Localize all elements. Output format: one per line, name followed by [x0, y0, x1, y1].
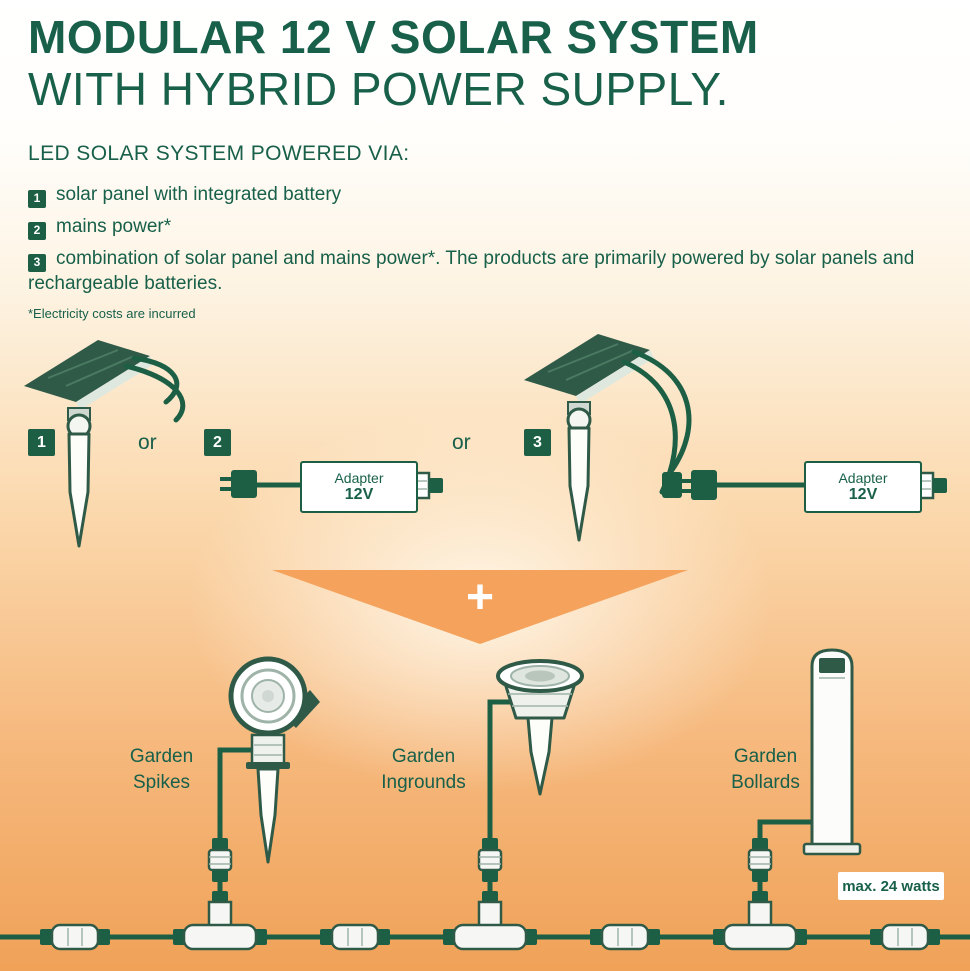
intro-heading: LED SOLAR SYSTEM POWERED VIA: [28, 142, 410, 165]
t-connectors [173, 838, 807, 951]
footnote: *Electricity costs are incurred [28, 306, 196, 322]
funnel-triangle [272, 570, 688, 644]
adapter1-label: Adapter [334, 469, 384, 486]
list-text-2: mains power* [56, 216, 172, 238]
adapter1-value: 12V [344, 485, 374, 503]
adapter1-output-connector-icon [412, 471, 443, 500]
garden-spikes-label: Garden Spikes [129, 746, 194, 794]
list-badge-1: 1 [28, 189, 46, 208]
solar-panel-spike-1-icon [24, 340, 186, 548]
list-badge-3: 3 [28, 254, 46, 273]
intro-section: LED SOLAR SYSTEM POWERED VIA: 1 solar pan… [28, 142, 933, 321]
list-badge-2: 2 [28, 222, 46, 240]
option-badge-1: 1 [28, 429, 55, 456]
plus-sign: + [465, 571, 495, 624]
garden-ingrounds-label: Garden Ingrounds [381, 746, 466, 794]
option-badge-2: 2 [204, 429, 231, 456]
adapter2-value: 12V [848, 485, 878, 503]
list-item-1: 1 solar panel with integrated battery [28, 182, 933, 208]
adapter2-output-connector-icon [916, 471, 947, 500]
solar-cable-plug-pair-icon [662, 470, 804, 500]
list-text-1: solar panel with integrated battery [56, 184, 342, 205]
max-watts-badge: max. 24 watts [838, 872, 944, 900]
adapter-box-1: Adapter 12V [300, 461, 418, 513]
page-title-line1: MODULAR 12 V SOLAR SYSTEM [28, 11, 759, 63]
adapter2-label: Adapter [838, 469, 888, 486]
product-cables [217, 699, 812, 840]
or-label-2: or [452, 431, 471, 454]
garden-bollards-label: Garden Bollards [731, 746, 800, 794]
garden-inground-light-icon [496, 659, 584, 796]
garden-spike-light-icon [228, 656, 320, 864]
or-label-1: or [138, 431, 157, 454]
garden-bollard-light-icon [802, 648, 862, 856]
mains-plug-icon [220, 470, 300, 498]
straight-couplers [40, 923, 940, 951]
list-text-3: combination of solar panel and mains pow… [28, 248, 915, 295]
option-badge-3: 3 [524, 429, 551, 456]
page-title-line2: WITH HYBRID POWER SUPPLY. [28, 63, 729, 115]
adapter-box-2: Adapter 12V [804, 461, 922, 513]
list-item-2: 2 mains power* [28, 214, 933, 240]
